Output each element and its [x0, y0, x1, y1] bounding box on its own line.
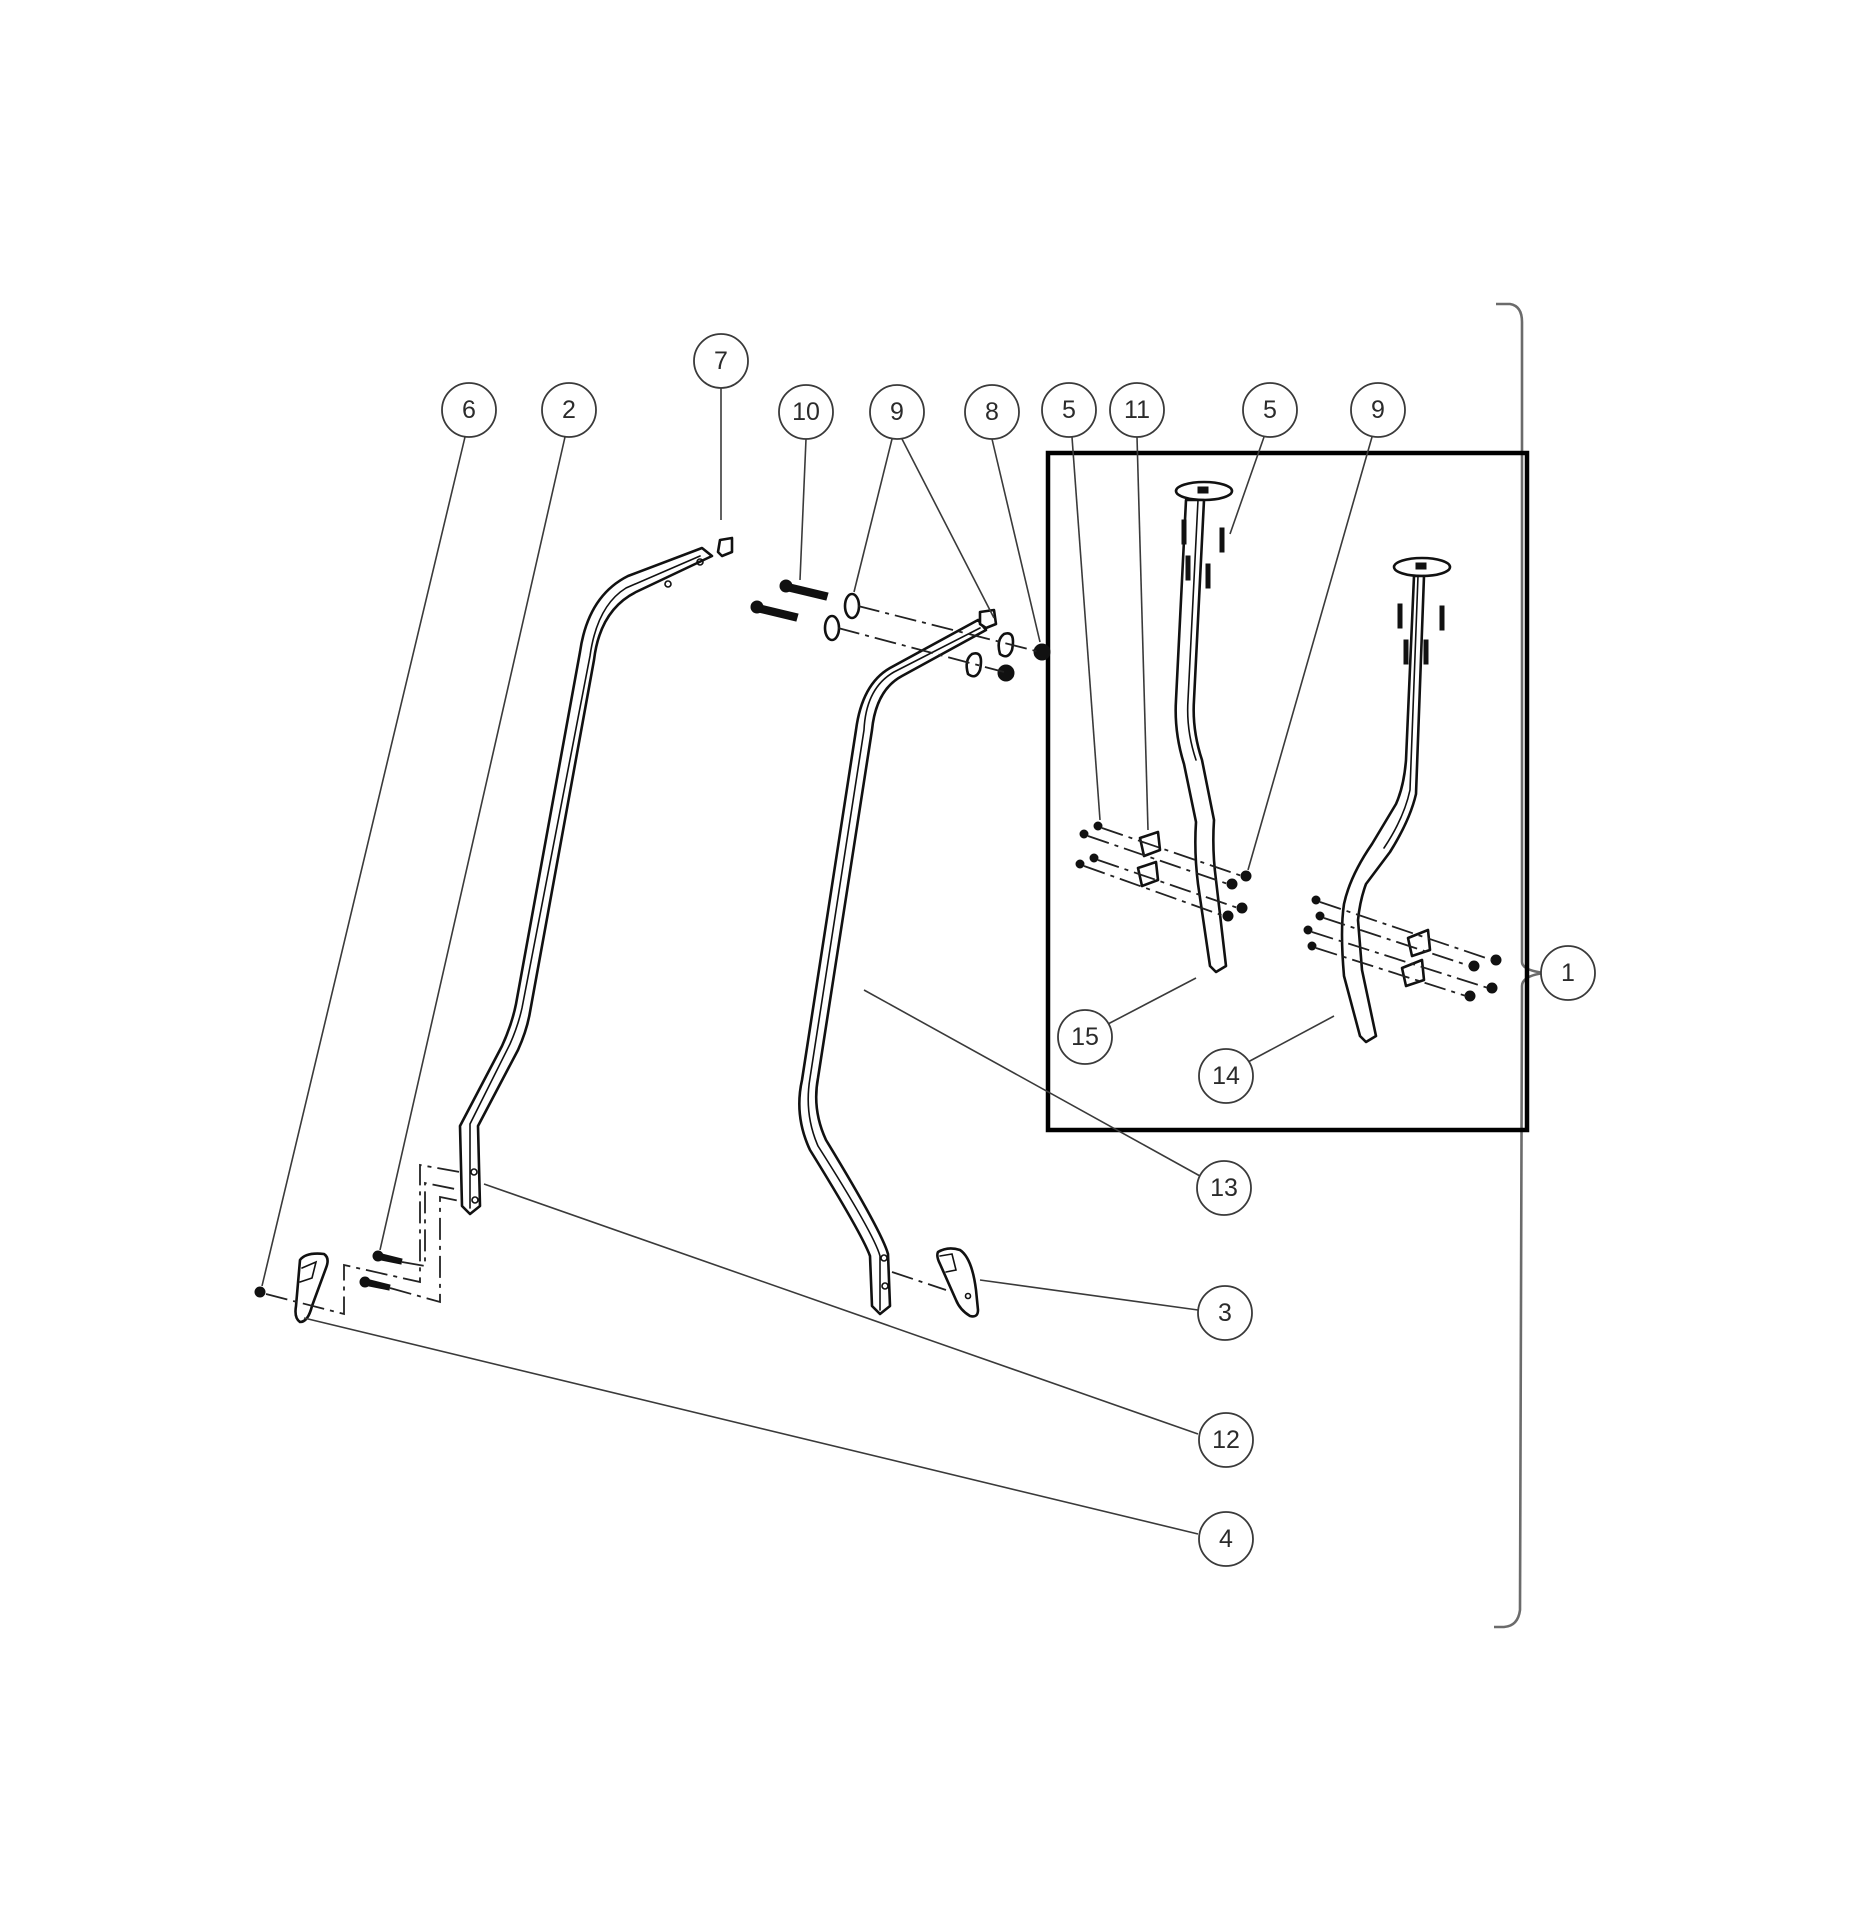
svg-text:9: 9 [1371, 396, 1385, 424]
handle-rail-part-15 [1174, 480, 1234, 974]
svg-text:4: 4 [1219, 1525, 1233, 1553]
svg-text:11: 11 [1124, 396, 1150, 424]
svg-text:5: 5 [1263, 396, 1277, 424]
callout-4: 4 [1198, 1511, 1254, 1567]
lower-left-hardware [254, 1163, 461, 1324]
svg-text:12: 12 [1212, 1426, 1240, 1454]
callout-9-upper-right: 9 [1350, 382, 1406, 438]
callout-12: 12 [1198, 1412, 1254, 1468]
callout-13: 13 [1196, 1160, 1252, 1216]
handle-rail-part-14 [1340, 556, 1452, 1044]
inset-bracket-hardware-left [1075, 821, 1252, 922]
leader-lines [261, 388, 1373, 1535]
callout-8: 8 [964, 384, 1020, 440]
callout-15: 15 [1057, 1009, 1113, 1065]
svg-text:13: 13 [1210, 1174, 1238, 1202]
callout-9-upper-left: 9 [869, 384, 925, 440]
svg-text:8: 8 [985, 398, 999, 426]
end-plug-part-3 [891, 1247, 980, 1318]
callout-7: 7 [693, 333, 749, 389]
svg-text:2: 2 [562, 396, 576, 424]
callout-11: 11 [1109, 382, 1165, 438]
callout-6: 6 [441, 382, 497, 438]
callout-5-left: 5 [1041, 382, 1097, 438]
bolt-hardware-cluster [750, 579, 1051, 682]
inset-bracket-hardware-right [1303, 895, 1502, 1002]
svg-text:9: 9 [890, 398, 904, 426]
svg-text:6: 6 [462, 396, 476, 424]
svg-text:10: 10 [792, 398, 820, 426]
callout-14: 14 [1198, 1048, 1254, 1104]
inset-box [1045, 450, 1530, 1133]
assembly-brace [1494, 302, 1545, 1629]
svg-text:1: 1 [1561, 959, 1575, 987]
rail-left-part-12 [458, 536, 734, 1216]
svg-text:5: 5 [1062, 396, 1076, 424]
callout-5-right: 5 [1242, 382, 1298, 438]
svg-text:15: 15 [1071, 1023, 1099, 1051]
svg-text:7: 7 [714, 347, 728, 375]
callout-1: 1 [1540, 945, 1596, 1001]
svg-text:3: 3 [1218, 1299, 1232, 1327]
callout-3: 3 [1197, 1285, 1253, 1341]
rail-right-part-13 [798, 608, 998, 1316]
callout-2: 2 [541, 382, 597, 438]
callout-10: 10 [778, 384, 834, 440]
svg-text:14: 14 [1212, 1062, 1240, 1090]
